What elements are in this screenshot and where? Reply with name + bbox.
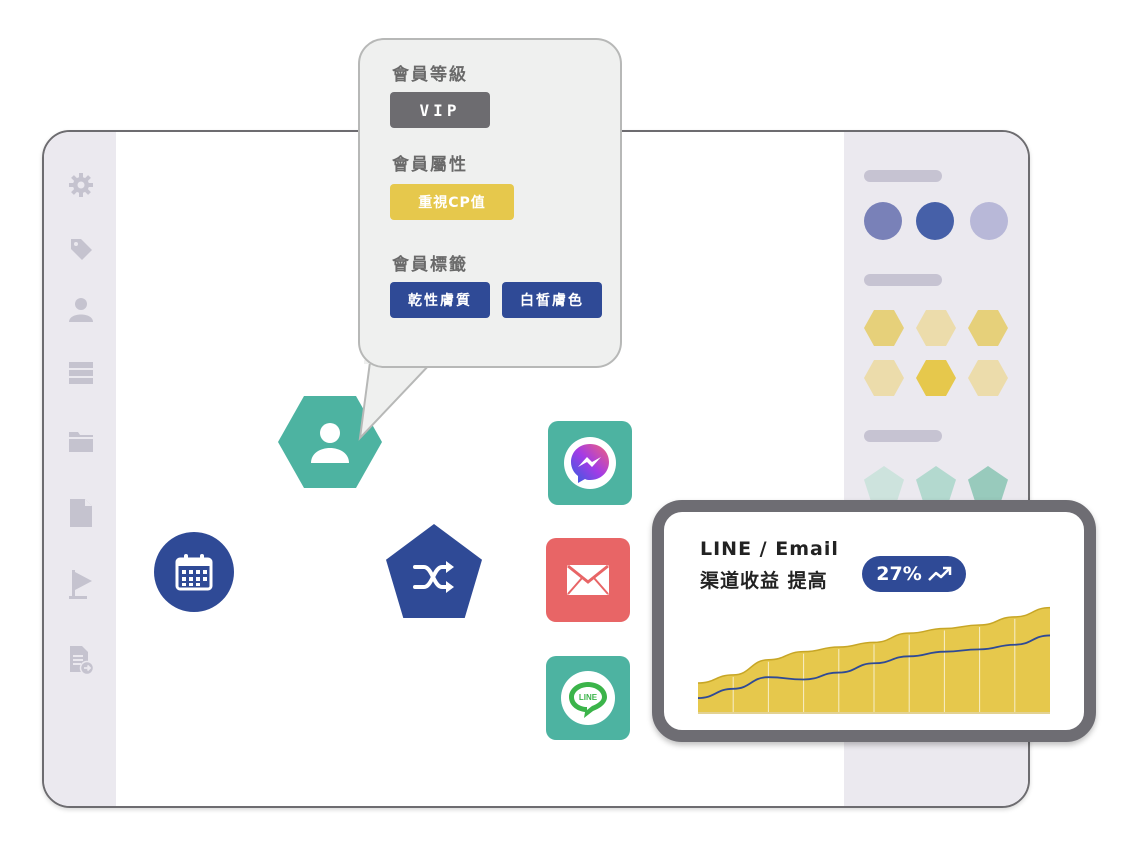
member-level-label: 會員等級 [392,65,468,85]
growth-badge: 27% [862,556,966,592]
section-bar [864,430,942,442]
flag-icon[interactable] [68,568,94,600]
gear-icon[interactable] [68,172,94,198]
area-series-edge [698,606,1050,684]
attribute-tag[interactable]: 重視CP值 [390,184,514,220]
vip-badge[interactable]: VIP [390,92,490,128]
mail-icon [567,564,609,595]
member-tag[interactable]: 乾性膚質 [390,282,490,318]
messenger-channel-tile[interactable] [548,421,632,505]
pentagon-swatch[interactable] [968,466,1008,502]
trend-up-icon [927,566,951,581]
line-logo-text: LINE [579,693,598,702]
report-export-icon[interactable] [68,644,94,676]
line-channel-tile[interactable]: LINE [546,656,630,740]
tag-icon[interactable] [68,236,94,262]
style-panel [844,132,1028,806]
pentagon-swatch[interactable] [864,466,904,502]
revenue-chart-card: LINE / Email 渠道收益 提高 27% [652,500,1096,742]
chart-title-line2: 渠道收益 提高 [700,570,828,592]
hex-swatch[interactable] [968,310,1008,346]
messenger-icon [564,437,616,489]
hex-swatch[interactable] [916,310,956,346]
line-icon: LINE [561,671,615,725]
user-node-icon [311,423,349,463]
pentagon-swatch[interactable] [916,466,956,502]
hex-swatch[interactable] [916,360,956,396]
color-swatch[interactable] [916,202,954,240]
sidebar [44,132,116,806]
section-bar [864,274,942,286]
line-series [698,634,1050,699]
chart-title-line1: LINE / Email [700,538,839,560]
color-swatch[interactable] [864,202,902,240]
bubble-tail [358,360,436,441]
hex-swatch[interactable] [968,360,1008,396]
member-info-popover: 會員等級 VIP 會員屬性 重視CP值 會員標籤 乾性膚質 白皙膚色 [358,38,622,368]
user-icon[interactable] [68,296,94,322]
revenue-area-chart [698,606,1050,714]
hex-swatch[interactable] [864,310,904,346]
section-bar [864,170,942,182]
hex-swatch[interactable] [864,360,904,396]
member-attribute-label: 會員屬性 [392,155,468,175]
calendar-icon [175,554,213,591]
member-tag[interactable]: 白皙膚色 [502,282,602,318]
list-icon[interactable] [68,360,94,386]
growth-value: 27% [876,563,922,585]
document-icon[interactable] [68,498,94,528]
calendar-node[interactable] [154,532,234,612]
member-tags-label: 會員標籤 [392,255,468,275]
email-channel-tile[interactable] [546,538,630,622]
color-swatch[interactable] [970,202,1008,240]
shuffle-node-icon [413,561,454,593]
folder-icon[interactable] [68,428,94,454]
